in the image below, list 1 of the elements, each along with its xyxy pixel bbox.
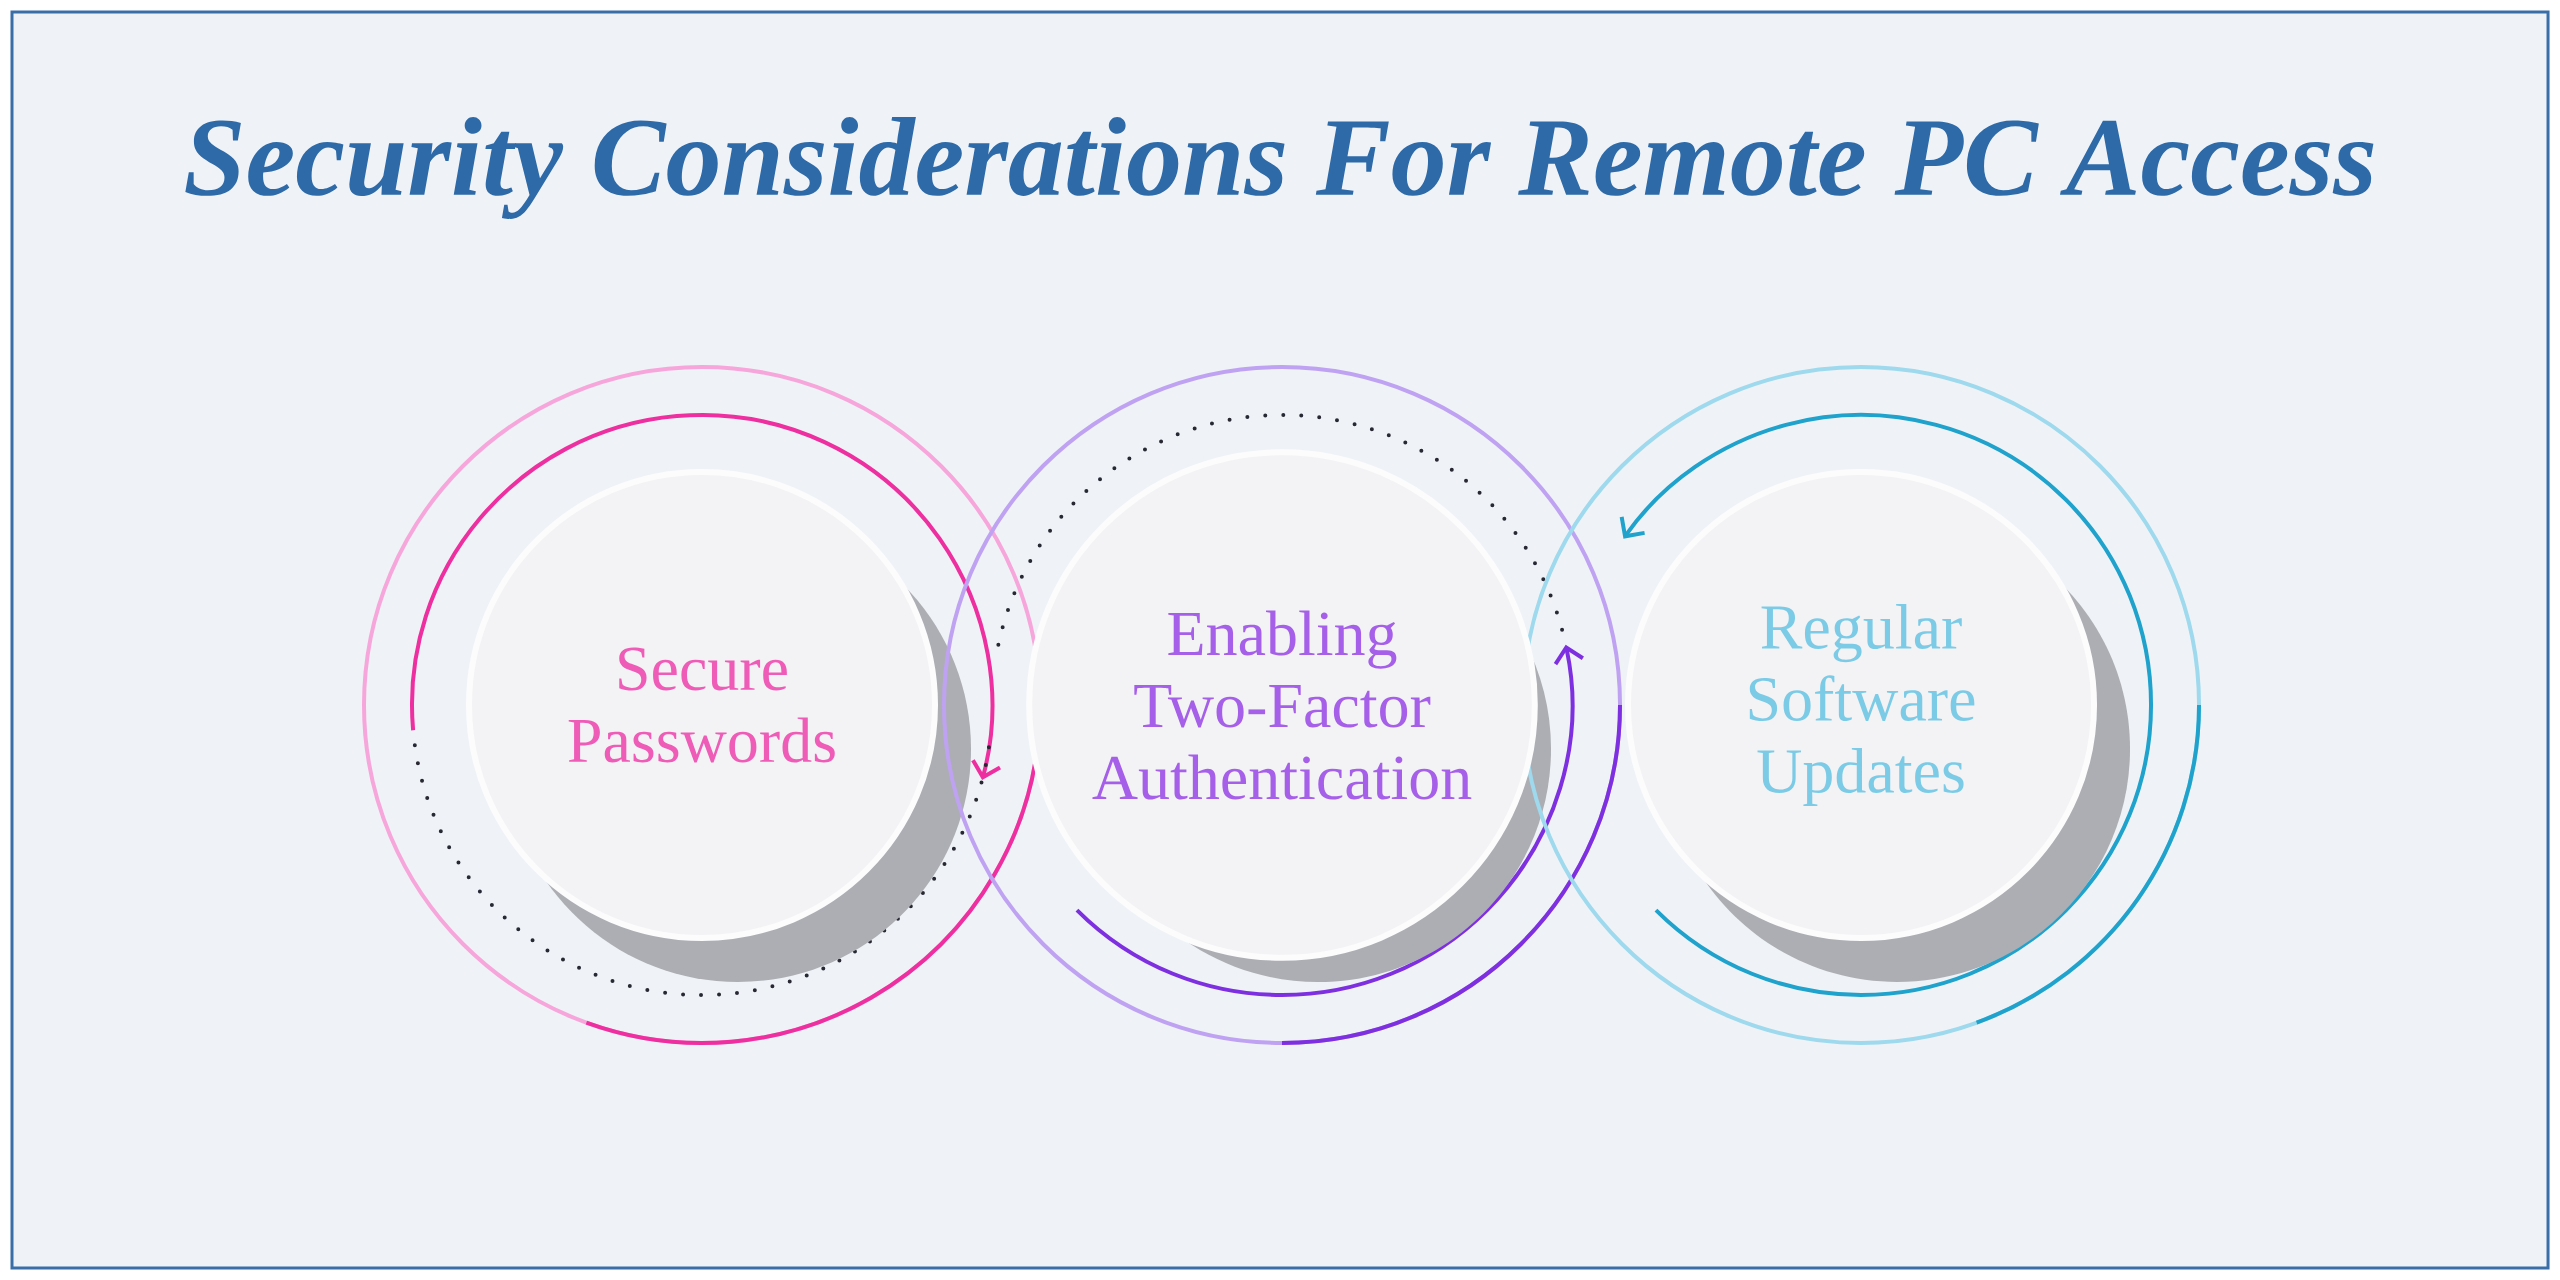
title: Security Considerations For Remote PC Access [185,117,2374,219]
